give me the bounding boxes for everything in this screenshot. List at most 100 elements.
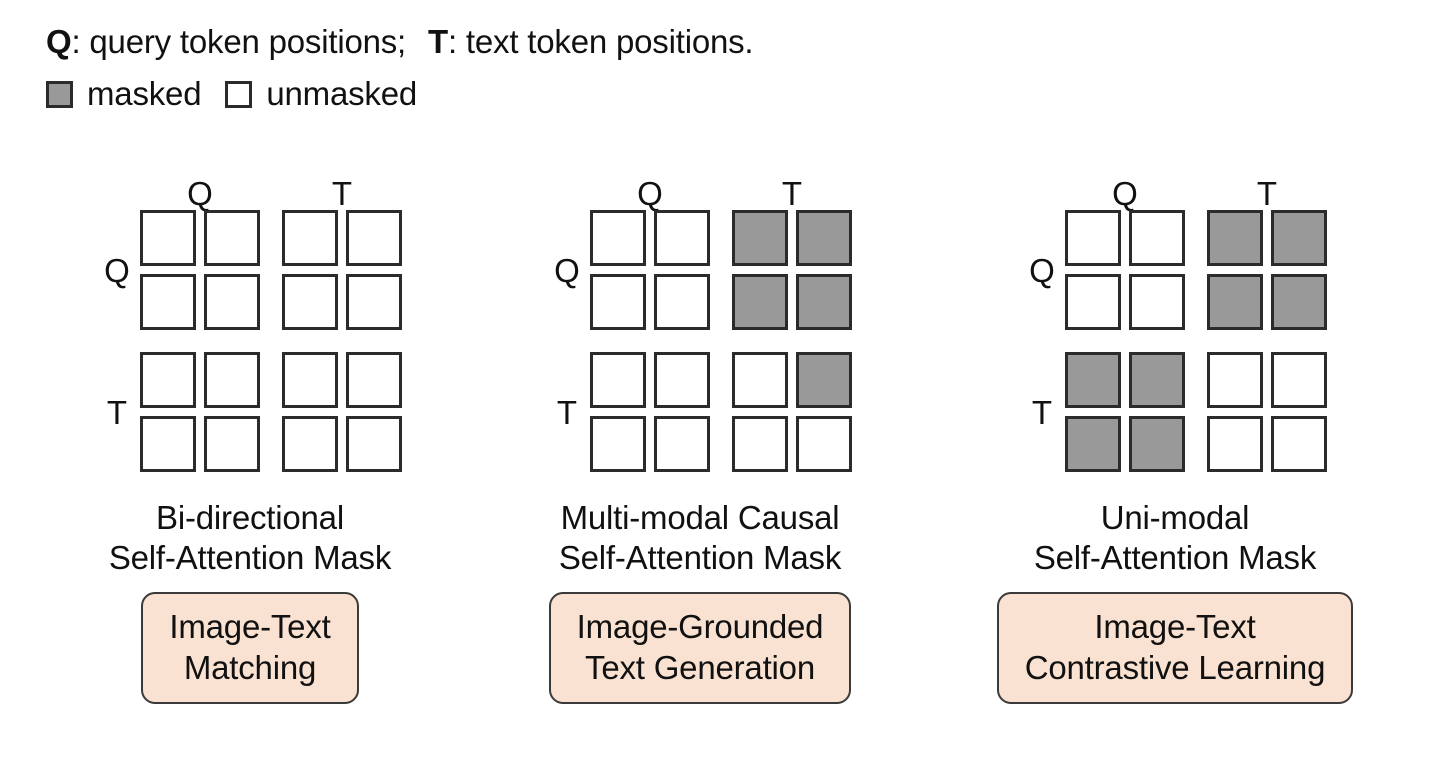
mask-cell-unmasked	[654, 416, 710, 472]
row-header-q: Q	[548, 210, 590, 330]
matrix-row-headers: Q T	[1023, 210, 1065, 472]
mask-cell-masked	[732, 274, 788, 330]
mask-cell-unmasked	[282, 210, 338, 266]
mask-cell-masked	[1271, 274, 1327, 330]
mask-cell-masked	[1129, 352, 1185, 408]
matrix-column-headers: Q T	[590, 160, 852, 210]
row-header-q-label: Q	[104, 251, 130, 289]
quadrant-qq	[140, 210, 260, 330]
mask-cell-unmasked	[346, 210, 402, 266]
legend-query-text: : query token positions;	[71, 23, 407, 60]
attention-mask-matrix: Q T Q T	[1023, 160, 1327, 472]
legend-token-definitions: Q: query token positions;T: text token p…	[46, 22, 1386, 62]
mask-cell-unmasked	[282, 274, 338, 330]
pill-line-2: Contrastive Learning	[1024, 649, 1326, 686]
pill-wrap: Image-Grounded Text Generation	[480, 592, 920, 704]
mask-cell-masked	[1129, 416, 1185, 472]
matrix-column-headers: Q T	[1065, 160, 1327, 210]
legend-text-key: T	[428, 23, 448, 60]
matrix-wrap: Q T Q T	[940, 160, 1410, 472]
pill-wrap: Image-Text Matching	[40, 592, 460, 704]
row-header-q: Q	[1023, 210, 1065, 330]
caption-line-2: Self-Attention Mask	[558, 539, 842, 576]
column-header-t: T	[732, 160, 852, 210]
caption-line-2: Self-Attention Mask	[108, 539, 392, 576]
quadrant-qq	[590, 210, 710, 330]
mask-cell-unmasked	[590, 416, 646, 472]
panel-bi-directional: Q T Q T Bi-directional Self-Attention Ma…	[40, 160, 460, 704]
column-header-t-label: T	[781, 175, 803, 212]
mask-cell-unmasked	[282, 352, 338, 408]
panel-uni-modal: Q T Q T Uni-modal Self-Attention Mask	[940, 160, 1410, 704]
mask-cell-unmasked	[654, 274, 710, 330]
caption-line-1: Multi-modal Causal	[560, 499, 840, 536]
quadrant-tt	[732, 352, 852, 472]
panel-caption: Multi-modal Causal Self-Attention Mask	[480, 498, 920, 578]
mask-cell-unmasked	[140, 210, 196, 266]
mask-cell-unmasked	[590, 352, 646, 408]
row-header-t-label: T	[1031, 393, 1053, 431]
mask-cell-unmasked	[1129, 274, 1185, 330]
matrix-grid-body	[590, 210, 852, 472]
objective-pill-image-grounded-text-generation[interactable]: Image-Grounded Text Generation	[548, 592, 852, 704]
legend-query-key: Q	[46, 23, 72, 60]
column-header-t-label: T	[1256, 175, 1278, 212]
matrix-row-headers: Q T	[98, 210, 140, 472]
column-header-q: Q	[1065, 160, 1185, 210]
matrix-corner	[98, 160, 140, 210]
column-header-q-label: Q	[1112, 175, 1138, 212]
pill-line-2: Text Generation	[585, 649, 815, 686]
mask-cell-unmasked	[590, 274, 646, 330]
matrix-wrap: Q T Q T	[40, 160, 460, 472]
matrix-row-headers: Q T	[548, 210, 590, 472]
attention-mask-matrix: Q T Q T	[548, 160, 852, 472]
mask-cell-unmasked	[1065, 274, 1121, 330]
mask-panels: Q T Q T Bi-directional Self-Attention Ma…	[0, 160, 1432, 780]
quadrant-tt	[1207, 352, 1327, 472]
mask-cell-unmasked	[1129, 210, 1185, 266]
mask-cell-unmasked	[1271, 352, 1327, 408]
pill-wrap: Image-Text Contrastive Learning	[940, 592, 1410, 704]
mask-cell-masked	[796, 274, 852, 330]
quadrant-tq	[1065, 352, 1185, 472]
mask-cell-unmasked	[1271, 416, 1327, 472]
mask-cell-unmasked	[654, 352, 710, 408]
column-header-t-label: T	[331, 175, 353, 212]
matrix-grid-body	[140, 210, 402, 472]
matrix-column-headers: Q T	[140, 160, 402, 210]
mask-cell-unmasked	[1065, 210, 1121, 266]
objective-pill-image-text-contrastive-learning[interactable]: Image-Text Contrastive Learning	[996, 592, 1354, 704]
mask-cell-unmasked	[654, 210, 710, 266]
column-header-t: T	[1207, 160, 1327, 210]
row-header-t: T	[98, 352, 140, 472]
mask-cell-unmasked	[732, 416, 788, 472]
mask-cell-unmasked	[204, 210, 260, 266]
mask-cell-unmasked	[204, 352, 260, 408]
mask-cell-unmasked	[346, 274, 402, 330]
row-header-t-label: T	[556, 393, 578, 431]
column-header-q-label: Q	[637, 175, 663, 212]
mask-cell-unmasked	[140, 416, 196, 472]
objective-pill-image-text-matching[interactable]: Image-Text Matching	[141, 592, 359, 704]
masked-swatch-icon	[46, 80, 73, 108]
mask-cell-masked	[796, 352, 852, 408]
row-header-t-label: T	[106, 393, 128, 431]
unmasked-swatch-label: unmasked	[266, 75, 418, 112]
column-header-q: Q	[140, 160, 260, 210]
legend: Q: query token positions;T: text token p…	[46, 22, 1386, 112]
row-header-t: T	[1023, 352, 1065, 472]
column-header-q-label: Q	[187, 175, 213, 212]
quadrant-qq	[1065, 210, 1185, 330]
mask-cell-masked	[1207, 274, 1263, 330]
mask-cell-unmasked	[1207, 352, 1263, 408]
mask-cell-unmasked	[732, 352, 788, 408]
mask-cell-unmasked	[346, 416, 402, 472]
quadrant-qt	[732, 210, 852, 330]
row-header-t: T	[548, 352, 590, 472]
matrix-grid-body	[1065, 210, 1327, 472]
caption-line-2: Self-Attention Mask	[1033, 539, 1317, 576]
matrix-wrap: Q T Q T	[480, 160, 920, 472]
row-header-q-label: Q	[1029, 251, 1055, 289]
column-header-q: Q	[590, 160, 710, 210]
quadrant-qt	[1207, 210, 1327, 330]
